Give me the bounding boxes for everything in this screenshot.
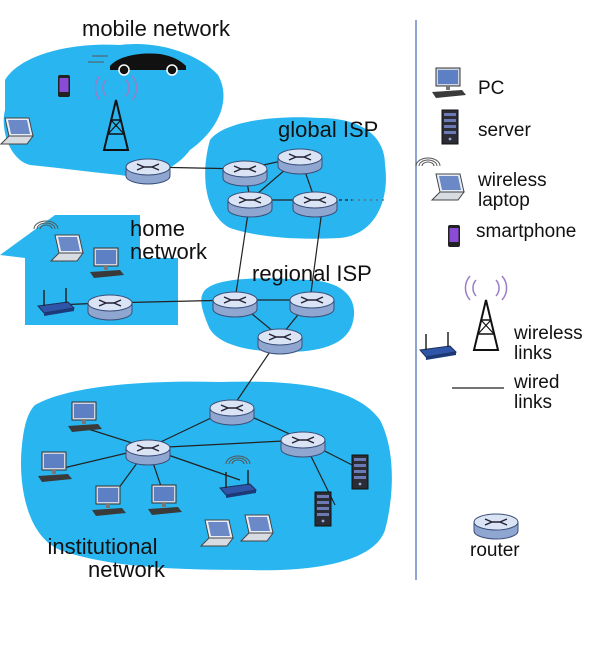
mobile-network-label: mobile network: [82, 16, 230, 41]
global-isp-label: global ISP: [278, 117, 379, 142]
legend-pc-icon: [431, 67, 467, 99]
legend-wireless-signal-icon: [415, 157, 441, 167]
home-network-label-line1: home: [130, 216, 186, 241]
router-icon: [212, 291, 258, 318]
legend-server-icon: [441, 109, 459, 145]
server-icon: [314, 491, 332, 527]
legend-wireless-links-line1: wireless: [514, 323, 583, 344]
home-network-label: home network: [130, 217, 207, 263]
legend-wireless-laptop-line1: wireless: [478, 170, 547, 191]
router-icon: [209, 399, 255, 426]
router-icon: [280, 431, 326, 458]
legend-wired-links-line2: links: [514, 391, 553, 413]
legend-laptop-icon: [431, 173, 465, 201]
legend-router-icon: [473, 513, 519, 540]
legend-pc-label: PC: [478, 78, 505, 99]
router-icon: [257, 328, 303, 355]
router-icon: [222, 160, 268, 187]
router-icon: [289, 291, 335, 318]
legend-wireless-laptop-line2: laptop: [478, 189, 530, 211]
home-network-label-line2: network: [130, 239, 208, 265]
legend-smartphone-label: smartphone: [476, 221, 577, 242]
institutional-network-label-line1: institutional: [47, 534, 158, 559]
institutional-network-label-line2: network: [88, 557, 166, 583]
institutional-network-blob: [20, 381, 392, 571]
legend-router-label: router: [470, 540, 520, 561]
legend-wired-links-line1: wired: [514, 372, 560, 393]
router-icon: [227, 191, 273, 218]
router-icon: [87, 294, 133, 321]
legend-smartphone-icon: [448, 225, 460, 247]
router-icon: [292, 191, 338, 218]
car-icon: [88, 53, 186, 76]
legend-wired-links-label: wired links: [514, 373, 559, 413]
smartphone-icon: [58, 75, 70, 97]
router-icon: [125, 158, 171, 185]
router-icon: [277, 148, 323, 175]
legend-wireless-laptop-label: wireless laptop: [478, 171, 547, 211]
legend-cell-tower-icon: [464, 275, 508, 351]
institutional-network-label: institutional network: [40, 535, 165, 581]
legend-wireless-links-label: wireless links: [514, 324, 583, 364]
regional-isp-label: regional ISP: [252, 261, 372, 286]
legend-access-point-icon: [419, 331, 457, 361]
server-icon: [351, 454, 369, 490]
legend-wireless-links-line2: links: [514, 342, 553, 364]
legend-server-label: server: [478, 120, 531, 141]
router-icon: [125, 439, 171, 466]
